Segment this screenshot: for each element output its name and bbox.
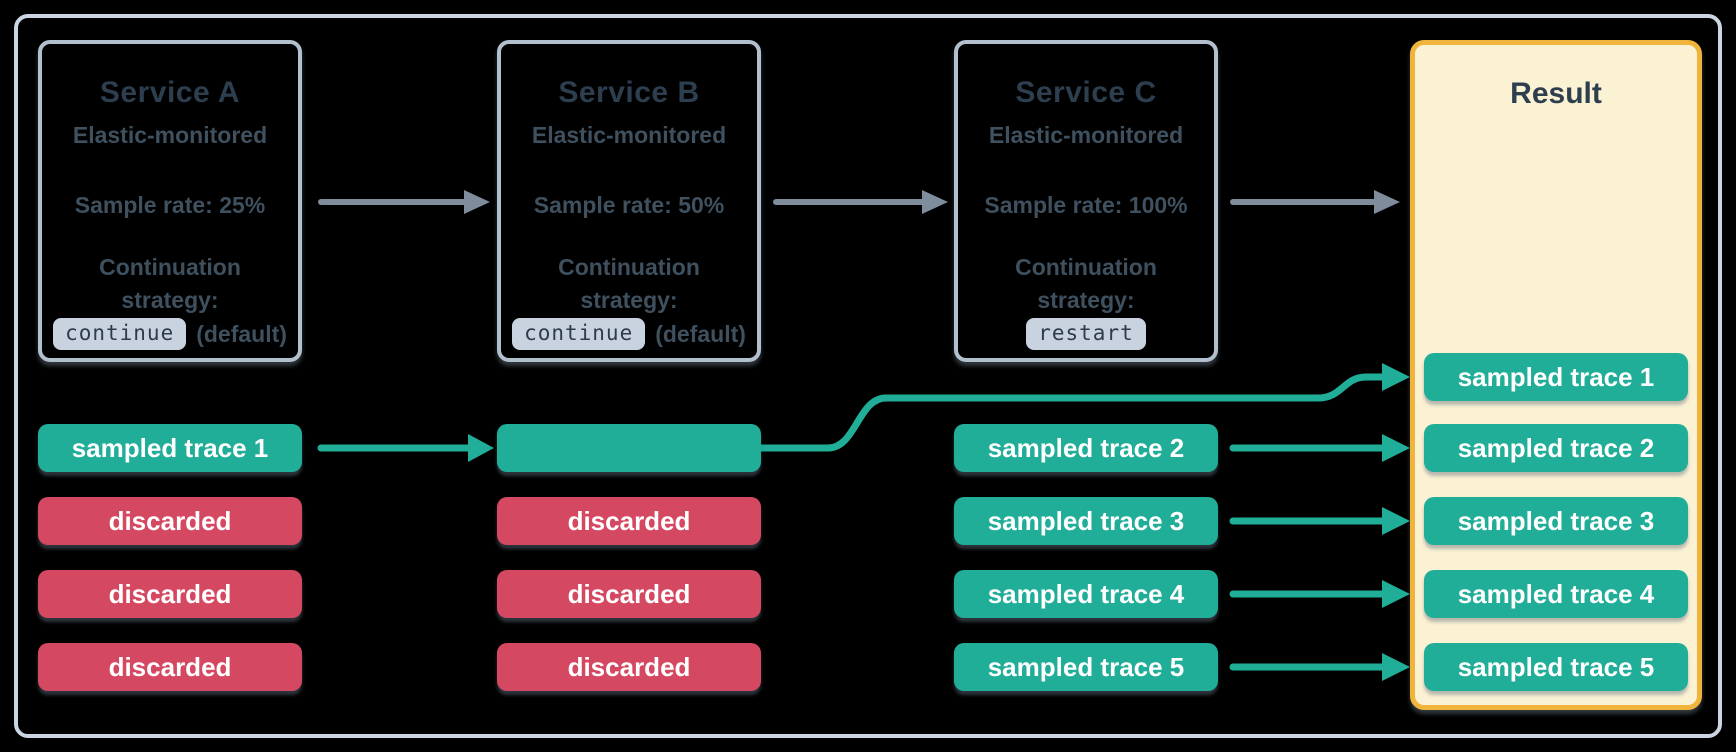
- service-b-strategy-row: continue (default): [501, 316, 757, 352]
- service-a-continuation-label: Continuation strategy:: [99, 254, 241, 313]
- service-a-box: Service A Elastic-monitored Sample rate:…: [38, 40, 302, 362]
- service-b-pill-discarded-1: discarded: [497, 497, 761, 545]
- service-a-strategy-chip: continue: [53, 318, 187, 350]
- service-a-strategy-suffix: (default): [196, 320, 287, 347]
- service-b-strategy-chip: continue: [512, 318, 646, 350]
- result-pill-sampled-trace-1: sampled trace 1: [1424, 353, 1688, 401]
- service-b-subtitle: Elastic-monitored: [531, 122, 727, 148]
- service-a-strategy-row: continue (default): [42, 316, 298, 352]
- service-c-pill-sampled-trace-5: sampled trace 5: [954, 643, 1218, 691]
- service-b-sample-rate: Sample rate: 50%: [533, 192, 725, 218]
- service-a-subtitle: Elastic-monitored: [72, 122, 268, 148]
- service-b-title: Service B: [558, 76, 700, 109]
- service-c-title: Service C: [1015, 76, 1157, 109]
- result-title: Result: [1510, 77, 1602, 110]
- service-c-pill-sampled-trace-3: sampled trace 3: [954, 497, 1218, 545]
- result-pill-sampled-trace-5: sampled trace 5: [1424, 643, 1688, 691]
- service-b-box: Service B Elastic-monitored Sample rate:…: [497, 40, 761, 362]
- service-a-sample-rate: Sample rate: 25%: [74, 192, 266, 218]
- service-a-pill-sampled-trace-1: sampled trace 1: [38, 424, 302, 472]
- service-c-strategy-chip: restart: [1026, 318, 1146, 350]
- service-c-strategy-row: restart: [958, 316, 1214, 352]
- service-b-pill-discarded-3: discarded: [497, 643, 761, 691]
- service-c-continuation-label: Continuation strategy:: [1015, 254, 1157, 313]
- result-pill-sampled-trace-2: sampled trace 2: [1424, 424, 1688, 472]
- service-c-sample-rate: Sample rate: 100%: [984, 192, 1188, 218]
- result-pill-sampled-trace-3: sampled trace 3: [1424, 497, 1688, 545]
- service-b-pill-discarded-2: discarded: [497, 570, 761, 618]
- service-a-pill-discarded-2: discarded: [38, 570, 302, 618]
- service-a-pill-discarded-1: discarded: [38, 497, 302, 545]
- service-a-title: Service A: [99, 76, 241, 109]
- service-c-pill-sampled-trace-2: sampled trace 2: [954, 424, 1218, 472]
- result-pill-sampled-trace-4: sampled trace 4: [1424, 570, 1688, 618]
- service-b-strategy-suffix: (default): [655, 320, 746, 347]
- service-b-continuation-label: Continuation strategy:: [558, 254, 700, 313]
- diagram-frame: [14, 14, 1722, 738]
- service-a-pill-discarded-3: discarded: [38, 643, 302, 691]
- service-c-box: Service C Elastic-monitored Sample rate:…: [954, 40, 1218, 362]
- service-c-pill-sampled-trace-4: sampled trace 4: [954, 570, 1218, 618]
- service-c-subtitle: Elastic-monitored: [988, 122, 1184, 148]
- service-b-pill-sampled-unlabeled: [497, 424, 761, 472]
